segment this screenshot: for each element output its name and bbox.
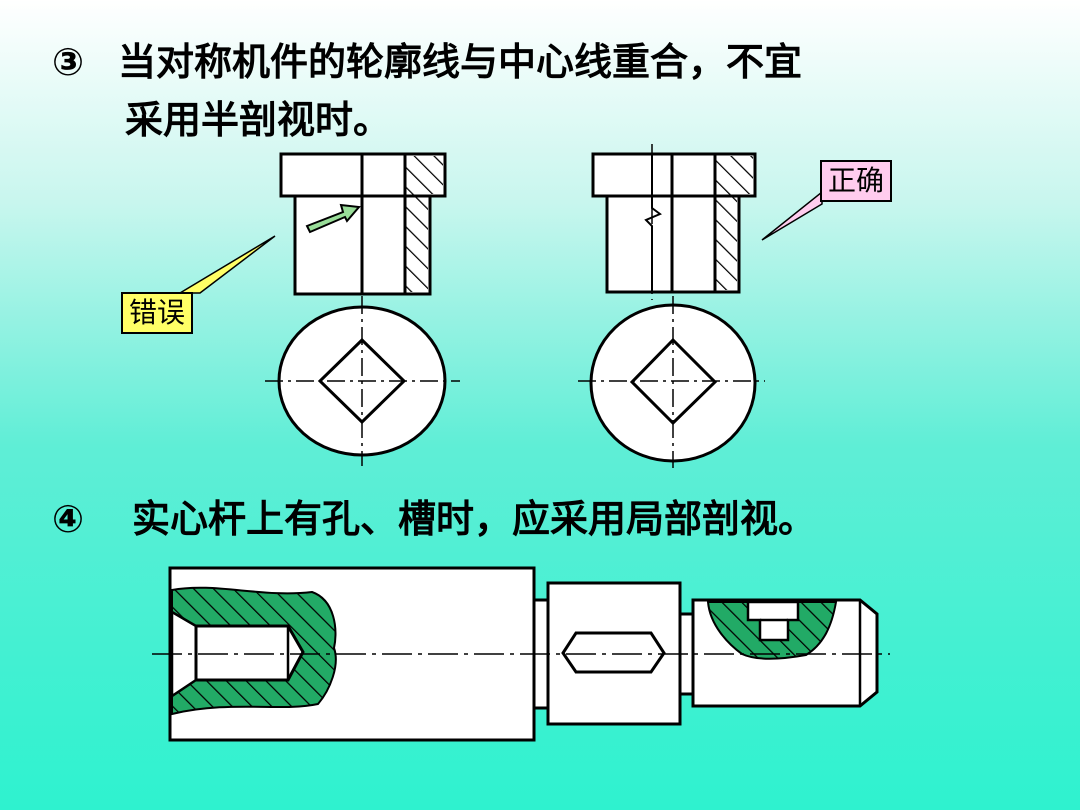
wrong-example-top-view (265, 296, 460, 466)
rule-3-marker: ③ (52, 40, 85, 84)
wrong-label: 错误 (121, 292, 194, 334)
rule-3-line-1: ③ 当对称机件的轮廓线与中心线重合，不宜 (52, 40, 802, 84)
rule-3-line-2: 采用半剖视时。 (125, 98, 392, 142)
correct-example-front-view (591, 144, 757, 300)
correct-label: 正确 (820, 160, 893, 202)
rule-3-text-line-1: 当对称机件的轮廓线与中心线重合，不宜 (118, 40, 803, 84)
wrong-callout-pointer (177, 235, 276, 294)
wrong-example-front-view (279, 152, 447, 296)
shaft-drawing (152, 566, 890, 742)
rule-4-marker: ④ (52, 497, 85, 541)
wrong-indicator-arrow (305, 203, 361, 234)
correct-example-top-view (578, 296, 765, 468)
correct-callout-pointer (761, 190, 823, 241)
rule-4-text: 实心杆上有孔、槽时，应采用局部剖视。 (132, 497, 817, 541)
rule-4-line: ④ 实心杆上有孔、槽时，应采用局部剖视。 (52, 497, 816, 541)
